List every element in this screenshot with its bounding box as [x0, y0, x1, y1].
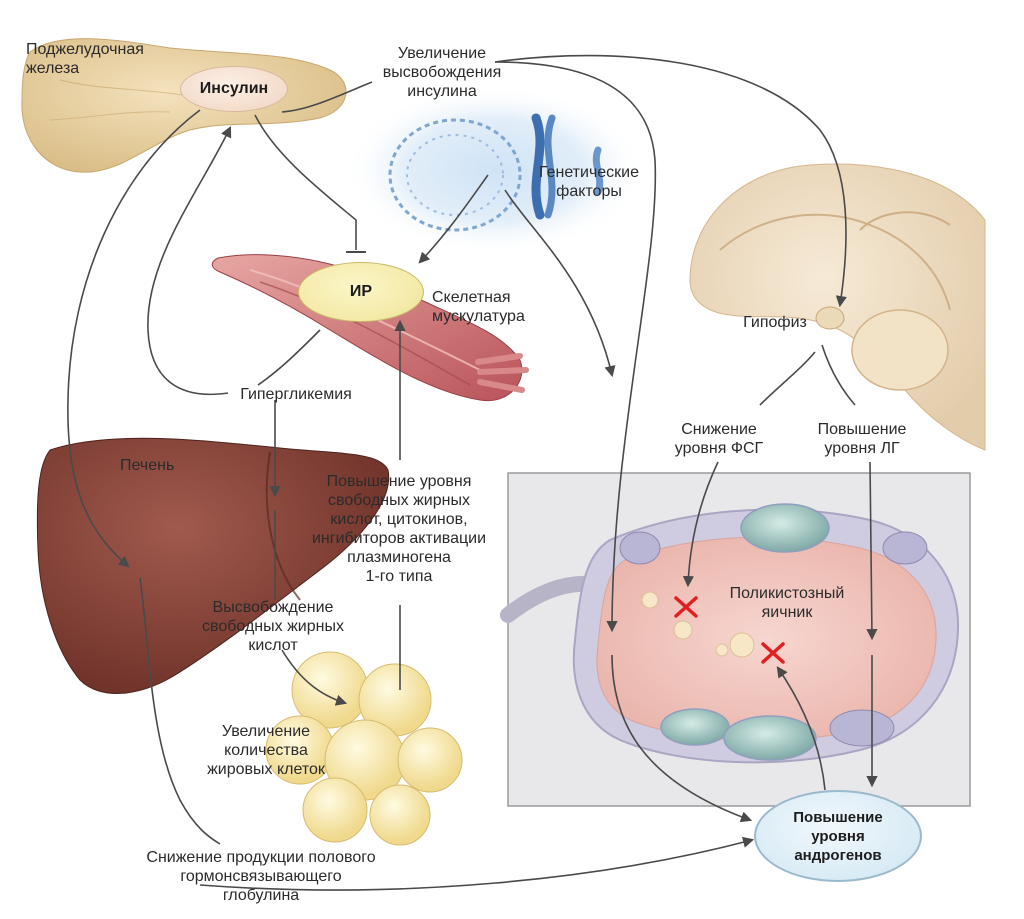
dna-illustration [345, 85, 645, 255]
skeletal-muscle-label: Скелетная мускулатура [432, 289, 525, 325]
ovary-panel [500, 472, 971, 807]
shbg-decrease-label: Снижение продукции полового гормонсвязыв… [146, 849, 376, 904]
genetic-factors-label: Генетические факторы [538, 164, 640, 200]
liver-label: Печень [120, 457, 175, 474]
arrow-lh-to-ovary [866, 461, 878, 641]
arrow-ir-to-hyperglycemia [257, 329, 321, 386]
arrow-insulin-release-to-ovary [494, 61, 657, 633]
arrow-insulin-release-to-pituitary [494, 54, 847, 308]
arrow-ffa-to-fat [281, 649, 348, 706]
hyperglycemia-label: Гипергликемия [240, 386, 352, 403]
liver-illustration [36, 437, 390, 694]
arrow-liver-to-shbg [139, 577, 221, 845]
pancreas-label: Поджелудочная железа [26, 41, 144, 77]
insulin-resistance-node: ИР [298, 262, 424, 322]
block-markers [674, 596, 785, 664]
fsh-decrease-label: Снижение уровня ФСГ [674, 421, 764, 457]
arrow-hyperglycemia-to-insulin [147, 125, 232, 396]
arrow-label-to-insulin [281, 81, 373, 113]
pituitary-label: Гипофиз [743, 314, 807, 331]
fsh-block-marker [674, 596, 698, 618]
polycystic-ovary-label: Поликистозный яичник [729, 585, 845, 621]
ffa-cytokines-label: Повышение уровня свободных жирных кислот… [311, 473, 487, 585]
fat-cells-illustration [265, 651, 463, 846]
arrow-pituitary-to-fsh [759, 351, 816, 406]
insulin-node: Инсулин [180, 66, 288, 112]
arrow-shbg-to-androgens [199, 836, 755, 891]
arrow-androgens-to-ovulation [776, 666, 826, 791]
arrow-insulin-inhibits-ir [254, 114, 357, 250]
ovulation-block-marker [761, 642, 785, 664]
lh-increase-label: Повышение уровня ЛГ [817, 421, 907, 457]
arrows [67, 54, 878, 891]
insulin-release-label: Увеличение высвобождения инсулина [382, 45, 502, 100]
arrow-genetic-to-ovary [504, 189, 616, 378]
arrow-fsh-to-ovary [682, 461, 719, 588]
arrow-pituitary-to-lh [821, 344, 856, 406]
brain-pituitary-illustration [689, 163, 986, 451]
arrow-insulin-to-liver [67, 109, 201, 568]
fat-cells-label: Увеличение количества жировых клеток [207, 723, 325, 778]
arrow-ovary-to-androgens [611, 654, 753, 823]
ffa-release-label: Высвобождение свободных жирных кислот [202, 599, 344, 654]
arrow-genetic-to-ir [418, 174, 489, 264]
androgen-increase-node: Повышение уровня андрогенов [754, 790, 922, 882]
